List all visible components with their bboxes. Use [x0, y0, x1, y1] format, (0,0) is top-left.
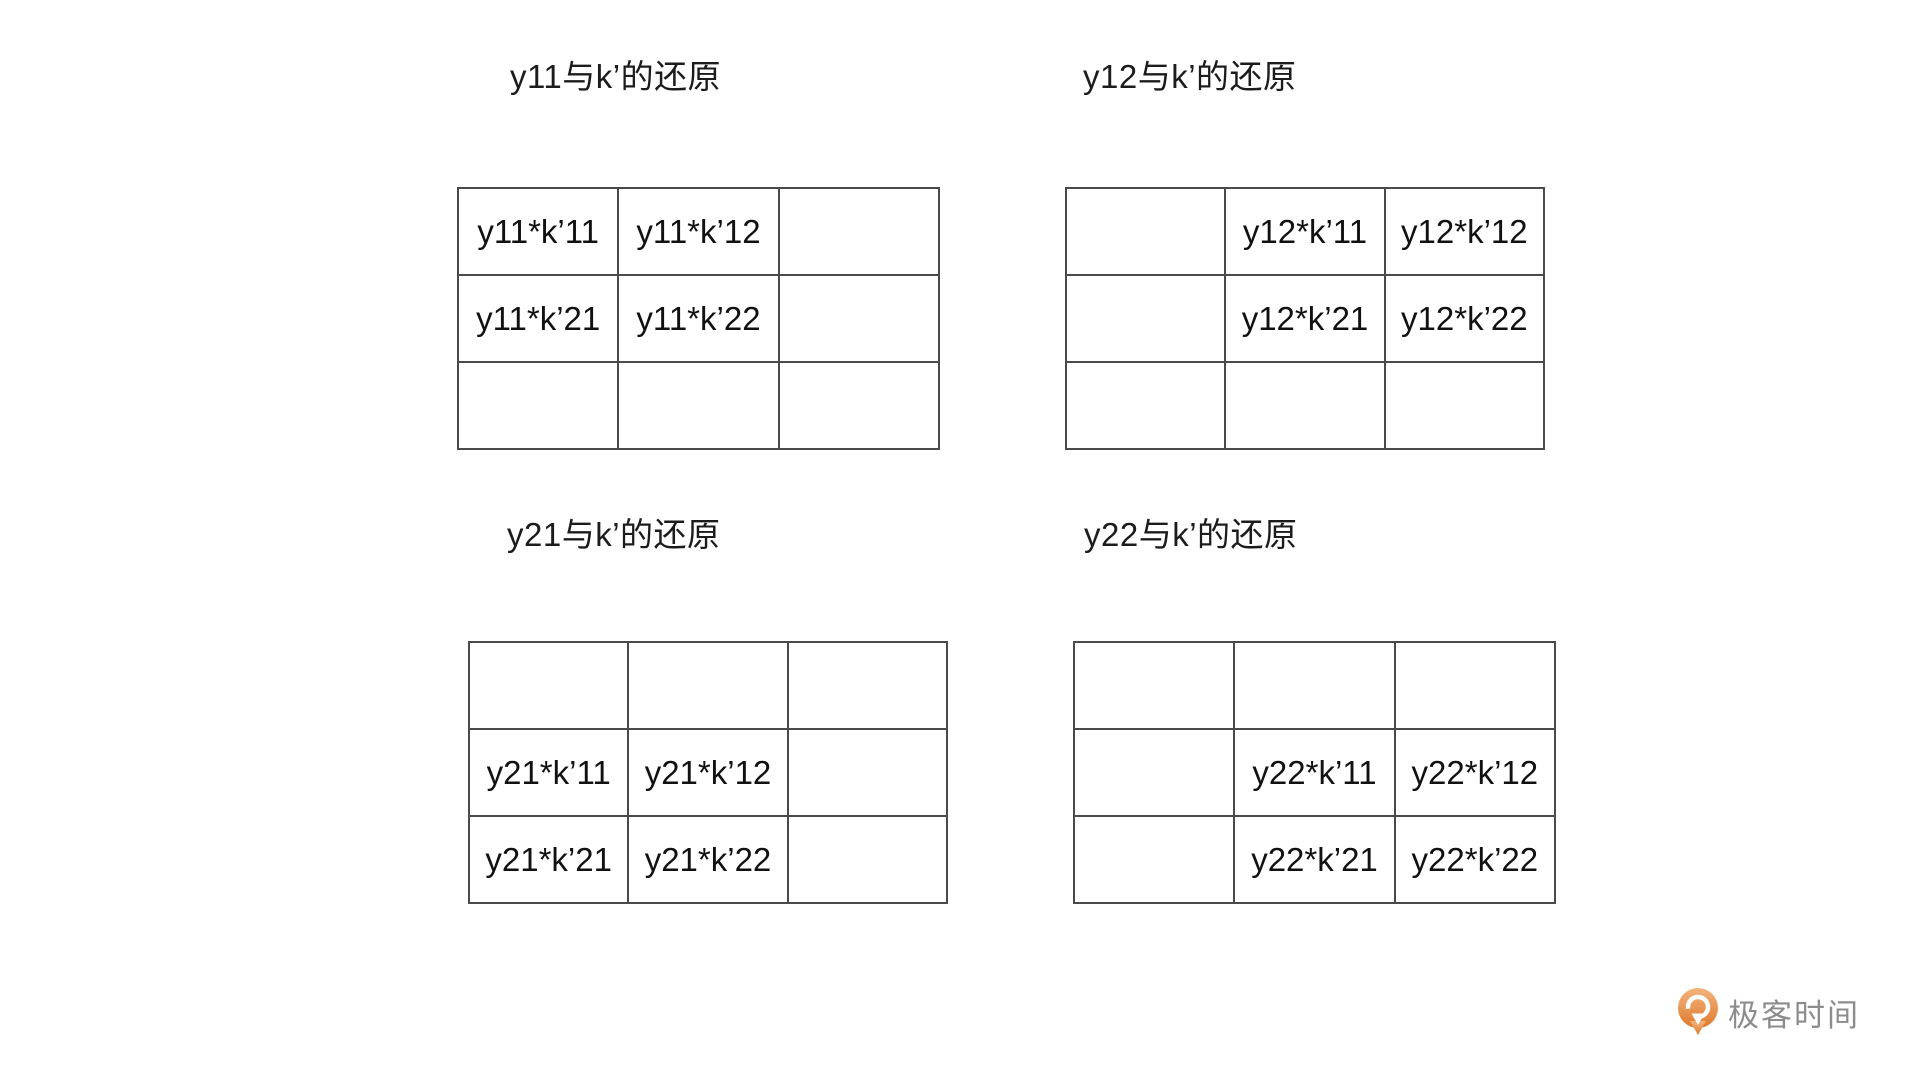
- grid-cell: [777, 187, 941, 276]
- grid-cell: [1072, 815, 1236, 904]
- brand-logo: 极客时间: [1678, 988, 1860, 1036]
- grid-cell: y11*k’21: [456, 274, 620, 363]
- panel-title-y12: y12与k’的还原: [1083, 58, 1297, 95]
- grid-cell: [1383, 361, 1546, 450]
- grid-cell: [1224, 361, 1386, 450]
- restoration-grid-y22: y22*k’11 y22*k’12 y22*k’21 y22*k’22: [1072, 641, 1557, 904]
- restoration-grid-y21: y21*k’11 y21*k’12 y21*k’21 y21*k’22: [467, 641, 949, 904]
- grid-cell: [1233, 641, 1396, 730]
- brand-name: 极客时间: [1728, 997, 1860, 1033]
- geektime-pin-icon: [1678, 988, 1718, 1035]
- grid-cell: y12*k’11: [1224, 187, 1386, 276]
- grid-cell: y21*k’12: [627, 728, 789, 817]
- restoration-grid-y11: y11*k’11 y11*k’12 y11*k’21 y11*k’22: [456, 187, 941, 450]
- grid-cell: [627, 641, 789, 730]
- restoration-grid-y12: y12*k’11 y12*k’12 y12*k’21 y12*k’22: [1064, 187, 1546, 450]
- grid-cell: y11*k’11: [456, 187, 620, 276]
- grid-cell: [1072, 641, 1236, 730]
- grid-cell: y12*k’22: [1383, 274, 1546, 363]
- panel-title-y21: y21与k’的还原: [507, 516, 721, 553]
- panel-title-y22: y22与k’的还原: [1084, 516, 1298, 553]
- grid-cell: [1064, 274, 1227, 363]
- grid-cell: y21*k’22: [627, 815, 789, 904]
- grid-cell: [617, 361, 780, 450]
- grid-cell: [1064, 361, 1227, 450]
- grid-cell: y22*k’21: [1233, 815, 1396, 904]
- grid-cell: [786, 815, 949, 904]
- grid-cell: [786, 728, 949, 817]
- grid-cell: [467, 641, 630, 730]
- grid-cell: [1064, 187, 1227, 276]
- grid-cell: [1072, 728, 1236, 817]
- grid-cell: y21*k’11: [467, 728, 630, 817]
- grid-cell: [456, 361, 620, 450]
- grid-cell: y22*k’12: [1393, 728, 1557, 817]
- grid-cell: y11*k’12: [617, 187, 780, 276]
- grid-cell: y12*k’12: [1383, 187, 1546, 276]
- grid-cell: y21*k’21: [467, 815, 630, 904]
- grid-cell: [786, 641, 949, 730]
- grid-cell: [1393, 641, 1557, 730]
- grid-cell: y22*k’22: [1393, 815, 1557, 904]
- grid-cell: y11*k’22: [617, 274, 780, 363]
- grid-cell: [777, 274, 941, 363]
- grid-cell: [777, 361, 941, 450]
- grid-cell: y12*k’21: [1224, 274, 1386, 363]
- panel-title-y11: y11与k’的还原: [510, 58, 722, 95]
- grid-cell: y22*k’11: [1233, 728, 1396, 817]
